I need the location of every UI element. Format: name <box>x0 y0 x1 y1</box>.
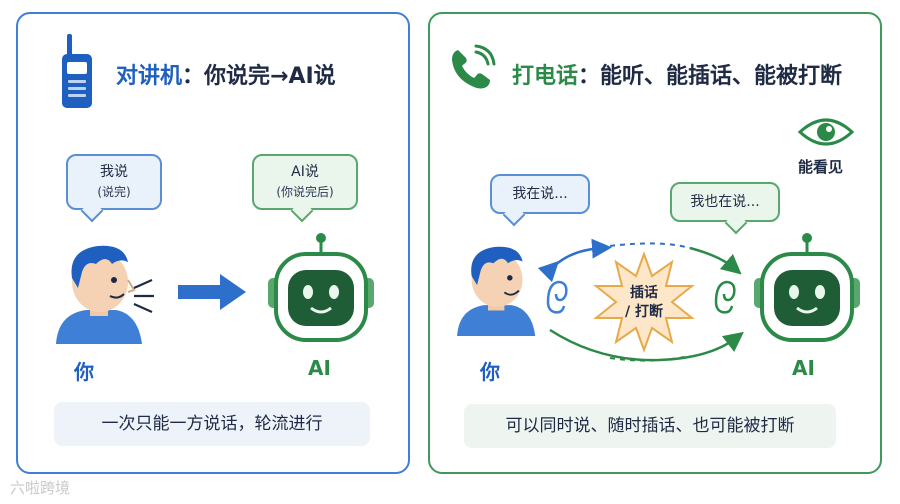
ai-label: AI <box>308 356 331 380</box>
panel-title-right: 打电话：能听、能插话、能被打断 <box>512 58 842 90</box>
ai-robot-icon <box>754 233 860 342</box>
user-label: 你 <box>74 360 94 384</box>
walkie-talkie-panel: 对讲机：你说完→AI说 我说 (说完) AI说 (你说完后) <box>16 12 410 474</box>
panel-title-left: 对讲机：你说完→AI说 <box>116 58 336 90</box>
walkie-talkie-icon <box>62 34 92 108</box>
interrupt-line-1: 插话 <box>630 285 658 301</box>
ear-icon <box>714 280 736 314</box>
bubble-text: 我也在说... <box>690 194 760 210</box>
ai-speech-bubble: AI说 (你说完后) <box>252 154 358 210</box>
eye-label: 能看见 <box>798 158 844 176</box>
title-suffix: ：你说完→AI说 <box>182 64 336 89</box>
user-speech-bubble: 我说 (说完) <box>66 154 162 210</box>
bubble-main-text: 我说 <box>100 164 128 180</box>
title-suffix: ：能听、能插话、能被打断 <box>578 64 843 89</box>
title-prefix: 对讲机 <box>116 64 183 89</box>
eye-icon <box>797 118 855 146</box>
title-prefix: 打电话 <box>512 64 579 89</box>
user-avatar-icon <box>457 246 536 336</box>
bubble-main-text: AI说 <box>291 164 319 180</box>
bubble-sub-text: (说完) <box>97 185 131 199</box>
bubble-text: 我在说... <box>512 186 568 202</box>
watermark: 六啦跨境 <box>10 479 71 497</box>
caption-bar-right: 可以同时说、随时插话、也可能被打断 <box>464 404 836 448</box>
user-label: 你 <box>480 360 500 384</box>
ai-speech-bubble: 我也在说... <box>670 182 780 222</box>
user-avatar-icon <box>56 245 142 344</box>
ai-robot-icon <box>268 233 374 342</box>
caption-bar-left: 一次只能一方说话，轮流进行 <box>54 402 370 446</box>
interrupt-text: 插话 / 打断 <box>614 284 674 322</box>
interaction-arrows <box>537 238 744 362</box>
sound-waves-icon <box>133 278 154 314</box>
interrupt-line-2: / 打断 <box>625 304 663 320</box>
phone-icon <box>452 44 496 89</box>
phone-call-panel: 打电话：能听、能插话、能被打断 能看见 我在说... 我也在说... <box>428 12 882 474</box>
interrupt-burst-icon <box>593 251 695 353</box>
user-speech-bubble: 我在说... <box>490 174 590 214</box>
ai-label: AI <box>792 356 815 380</box>
arrow-right-icon <box>178 274 246 310</box>
bubble-sub-text: (你说完后) <box>276 185 334 199</box>
